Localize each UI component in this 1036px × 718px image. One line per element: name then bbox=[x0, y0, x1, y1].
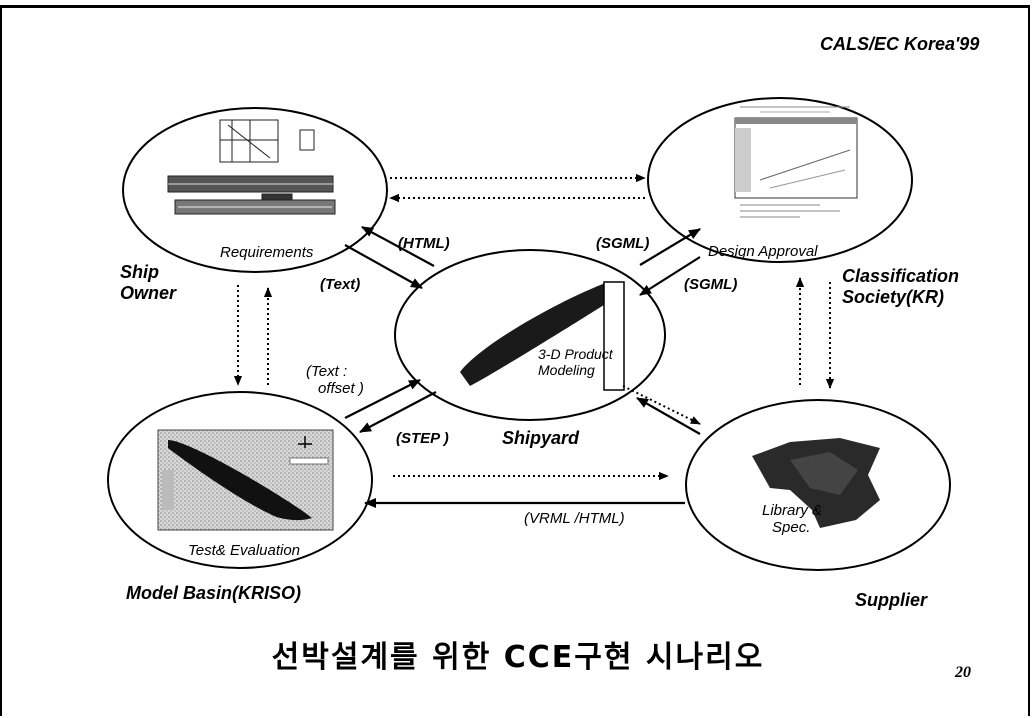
approval-document-image bbox=[734, 106, 858, 218]
model-basin-label: Model Basin(KRISO) bbox=[126, 583, 302, 603]
html-flow-label: (HTML) bbox=[398, 235, 450, 252]
classification-label-line-2: Society(KR) bbox=[842, 287, 945, 307]
shipyard-label: Shipyard bbox=[502, 428, 580, 448]
design-approval-caption: Design Approval bbox=[708, 243, 818, 260]
step-flow-label: (STEP ) bbox=[396, 430, 449, 447]
3d-ship-model-image bbox=[460, 281, 625, 391]
text-offset-flow-label: (Text : offset ) bbox=[306, 363, 364, 397]
slide-frame bbox=[0, 5, 1030, 716]
ship-drawing-image bbox=[167, 119, 336, 215]
requirements-caption: Requirements bbox=[220, 244, 314, 261]
test-evaluation-caption: Test& Evaluation bbox=[188, 542, 301, 559]
supplier-caption: Library & Spec. bbox=[762, 502, 822, 536]
ship-owner-label-line-2: Owner bbox=[120, 283, 177, 303]
component-render-image bbox=[752, 438, 880, 528]
sgml-out-flow-label: (SGML) bbox=[596, 235, 650, 252]
text-offset-line-2: offset ) bbox=[318, 380, 364, 397]
text-offset-line-1: (Text : bbox=[306, 363, 348, 380]
supplier-caption-line-2: Spec. bbox=[772, 519, 811, 536]
classification-label-line-1: Classification bbox=[842, 266, 960, 286]
shipyard-caption: 3-D Product Modeling bbox=[538, 346, 613, 378]
page-number: 20 bbox=[955, 664, 971, 681]
model-test-image bbox=[157, 429, 334, 531]
ship-owner-label-line-1: Ship bbox=[120, 262, 159, 282]
dotted-flow-arrows bbox=[233, 173, 835, 481]
shipyard-caption-line-1: 3-D Product bbox=[538, 346, 613, 362]
solid-flow-arrows bbox=[344, 226, 701, 508]
sgml-in-flow-label: (SGML) bbox=[684, 276, 738, 293]
supplier-caption-line-1: Library & bbox=[762, 502, 823, 519]
ship-owner-label: Ship Owner bbox=[120, 262, 176, 304]
classification-label: Classification Society(KR) bbox=[842, 266, 959, 308]
slide-title: 선박설계를 위한 CCE구현 시나리오 bbox=[271, 640, 765, 675]
text-flow-label: (Text) bbox=[320, 276, 361, 293]
event-label: CALS/EC Korea'99 bbox=[820, 34, 980, 54]
vrml-html-flow-label: (VRML /HTML) bbox=[524, 510, 625, 527]
supplier-label: Supplier bbox=[855, 590, 928, 610]
shipyard-caption-line-2: Modeling bbox=[538, 362, 595, 378]
